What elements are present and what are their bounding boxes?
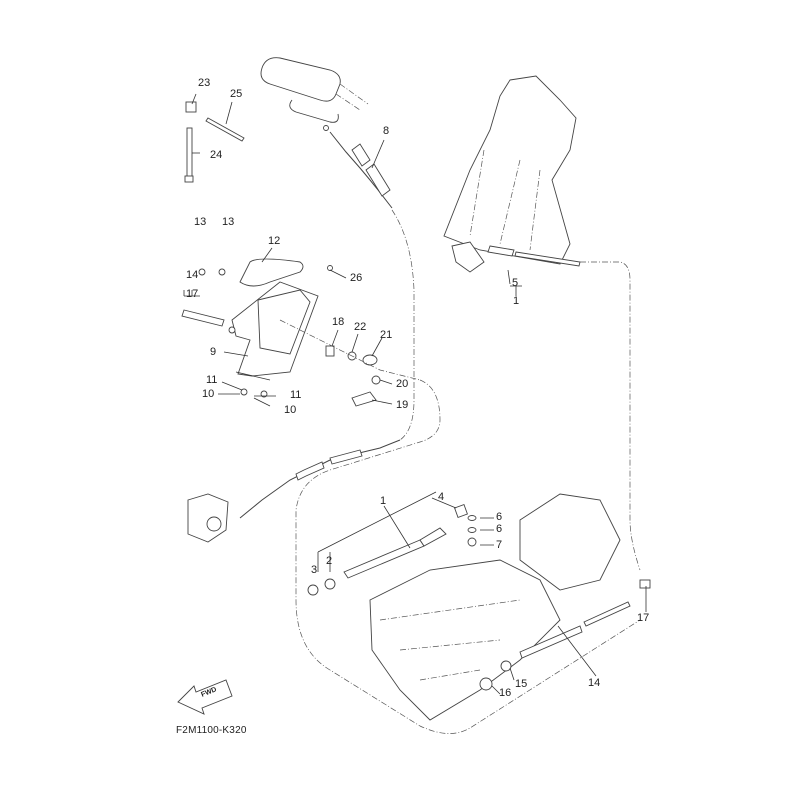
- callout-2: 2: [326, 555, 333, 567]
- callout-17-lower: 17: [637, 612, 650, 624]
- drawing-code: F2M1100-K320: [176, 725, 247, 736]
- handlebar-grip: [260, 57, 369, 131]
- callout-15: 15: [515, 678, 528, 690]
- callout-17-top: 17: [186, 288, 199, 300]
- fwd-direction-icon: [177, 679, 233, 715]
- callout-14-lower: 14: [588, 677, 601, 689]
- callout-8: 8: [383, 125, 390, 137]
- callout-11-right: 11: [290, 389, 302, 401]
- callout-16: 16: [499, 687, 512, 699]
- callout-9: 9: [210, 346, 217, 358]
- callout-25: 25: [230, 88, 243, 100]
- steering-cable: [239, 439, 401, 519]
- bolt-part-17: [181, 309, 236, 334]
- callout-12: 12: [268, 235, 281, 247]
- shift-cable-route: [580, 261, 641, 571]
- callout-14-top: 14: [186, 269, 199, 281]
- callout-22: 22: [354, 321, 367, 333]
- throttle-cable: [329, 131, 415, 441]
- callout-24: 24: [210, 149, 223, 161]
- callout-3: 3: [311, 564, 318, 576]
- cable-loop: [295, 379, 641, 734]
- jet-pump-nozzle: [443, 75, 581, 273]
- callout-18: 18: [332, 316, 345, 328]
- callout-23: 23: [198, 77, 211, 89]
- callout-11-left: 11: [206, 374, 218, 386]
- callout-20: 20: [396, 378, 409, 390]
- callout-1-lower: 1: [380, 495, 387, 507]
- reverse-cable: [479, 579, 651, 691]
- engine-block: [369, 493, 621, 721]
- callout-7: 7: [496, 539, 503, 551]
- clip-part-23: [185, 101, 197, 113]
- callout-5: 5: [512, 277, 519, 289]
- leader-lines: [183, 93, 647, 695]
- callout-4: 4: [438, 491, 445, 503]
- pin-part-25: [205, 117, 245, 142]
- callout-26: 26: [350, 272, 363, 284]
- callout-13b: 13: [222, 216, 235, 228]
- steering-nozzle-unit: [187, 493, 229, 543]
- callout-10-right: 10: [284, 404, 297, 416]
- callout-21: 21: [380, 329, 393, 341]
- callout-6b: 6: [496, 523, 503, 535]
- callout-6a: 6: [496, 511, 503, 523]
- shift-cable-lower: [307, 504, 477, 596]
- callout-10-left: 10: [202, 388, 215, 400]
- callout-1-top: 1: [513, 295, 520, 307]
- small-parts-right: [240, 319, 421, 407]
- cable-tie-part-24: [184, 127, 194, 183]
- callout-13a: 13: [194, 216, 207, 228]
- callout-19: 19: [396, 399, 409, 411]
